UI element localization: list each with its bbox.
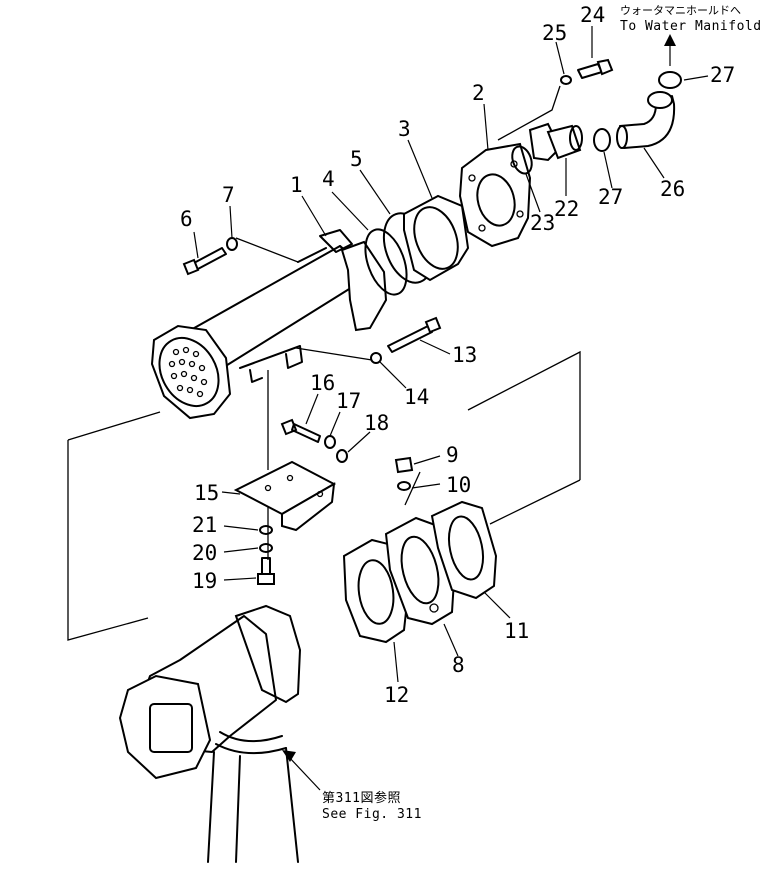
callout-13: 13 [452, 343, 477, 367]
right-assembly-line-lower [489, 479, 581, 525]
o-ring-23 [511, 145, 533, 175]
bolt-13 [387, 316, 442, 353]
elbow-fitting-22 [528, 122, 583, 162]
fig-reference-note-ja: 第311図参照 [322, 790, 401, 806]
callout-24: 24 [580, 3, 605, 27]
bolt-25-axis-line [497, 85, 561, 141]
callout-27-lower: 27 [598, 185, 623, 209]
callout-27-upper: 27 [710, 63, 735, 87]
cooler-core-face [158, 337, 220, 407]
water-pipe-26 [616, 91, 676, 149]
flow-arrow-icon [664, 34, 676, 66]
callout-25: 25 [542, 21, 567, 45]
bolt-16 [280, 418, 321, 443]
bracket-15 [233, 460, 337, 532]
o-ring-27-lower [593, 128, 611, 152]
washer-14 [370, 352, 382, 364]
left-assembly-line-top [67, 411, 161, 441]
washer-18 [336, 449, 348, 463]
callout-15: 15 [194, 481, 219, 505]
callout-26: 26 [660, 177, 685, 201]
callout-23: 23 [530, 211, 555, 235]
water-manifold-note-ja: ウォータマニホールドへ [620, 4, 741, 17]
assembly-lines [67, 85, 581, 641]
callout-20: 20 [192, 541, 217, 565]
callout-17: 17 [336, 389, 361, 413]
callout-7: 7 [222, 183, 235, 207]
bolt-6-axis-line [235, 237, 299, 263]
bolt-19 [257, 557, 275, 585]
callout-4: 4 [322, 167, 335, 191]
callout-5: 5 [350, 147, 363, 171]
bolt-24 [577, 58, 614, 79]
callout-21: 21 [192, 513, 217, 537]
callout-22: 22 [554, 197, 579, 221]
cooler-core-holes [168, 346, 208, 398]
callout-12: 12 [384, 683, 409, 707]
reference-arrow-icon [282, 750, 321, 791]
reference-notes: ウォータマニホールドへ To Water Manifold 第311図参照 Se… [322, 4, 762, 822]
callout-19: 19 [192, 569, 217, 593]
right-assembly-line [467, 350, 581, 480]
callout-8: 8 [452, 653, 465, 677]
callout-9: 9 [446, 443, 459, 467]
cooler-top-port [319, 229, 353, 253]
gasket-11 [430, 500, 498, 600]
washer-20 [259, 543, 273, 553]
callout-leaders [193, 26, 709, 683]
callout-11: 11 [504, 619, 529, 643]
water-manifold-note-en: To Water Manifold [620, 19, 762, 34]
cover-plate-2 [458, 142, 532, 248]
washer-25 [560, 75, 572, 85]
lower-housing [118, 604, 302, 863]
callout-labels: 1 2 3 4 5 6 7 8 9 10 11 12 13 14 15 16 1… [180, 3, 735, 707]
callout-1: 1 [290, 173, 303, 197]
bolt-14-axis-line [295, 347, 373, 361]
callout-16: 16 [310, 371, 335, 395]
washer-7 [226, 237, 238, 251]
nut-21 [259, 525, 273, 535]
callout-2: 2 [472, 81, 485, 105]
o-ring-4 [364, 228, 408, 296]
callout-18: 18 [364, 411, 389, 435]
plug-9 [394, 456, 414, 474]
cooler-rear-flange [340, 240, 388, 332]
washer-10 [397, 481, 411, 491]
callout-14: 14 [404, 385, 429, 409]
callout-3: 3 [398, 117, 411, 141]
washer-17 [324, 435, 336, 449]
callout-10: 10 [446, 473, 471, 497]
spacer-flange-3 [403, 194, 470, 282]
o-ring-27-upper [658, 71, 682, 89]
fig-reference-note-en: See Fig. 311 [322, 807, 422, 822]
oil-cooler-tube [150, 229, 388, 420]
left-assembly-line [67, 440, 149, 641]
callout-6: 6 [180, 207, 193, 231]
bolt-6 [182, 247, 227, 276]
